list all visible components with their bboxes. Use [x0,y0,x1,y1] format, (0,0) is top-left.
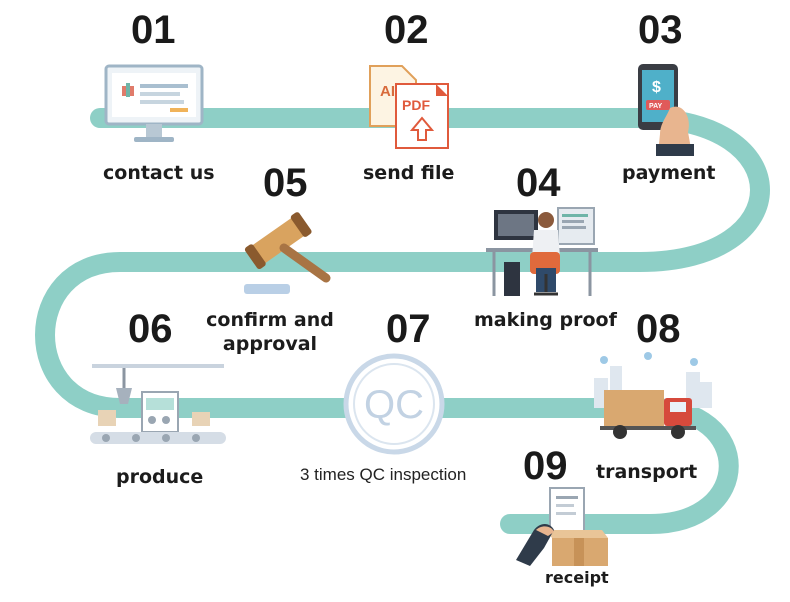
step-02-label: send file [363,162,455,184]
qc-stamp-icon: QC [343,353,445,455]
dollar-badge: $ [652,79,661,96]
qc-badge: QC [364,383,424,427]
ai-pdf-file-icon: AI PDF [369,65,449,149]
pay-badge: PAY [649,103,663,110]
designer-at-desk-icon [486,207,598,296]
step-04-label: making proof [474,309,617,331]
step-09-label: receipt [545,568,609,587]
step-01-number: 01 [131,8,176,52]
step-07-number: 07 [386,307,431,351]
step-04-number: 04 [516,161,561,205]
step-02-number: 02 [384,8,429,52]
step-05-number: 05 [263,161,308,205]
phone-payment-icon: $ PAY [638,64,694,156]
step-05-label: confirm and approval [200,309,340,357]
step-06-number: 06 [128,307,173,351]
step-01-label: contact us [103,162,215,184]
step-07-label: 3 times QC inspection [300,465,467,484]
production-line-icon [90,364,226,444]
step-03-label: payment [622,162,716,184]
step-08-label: transport [596,461,698,483]
computer-monitor-icon [104,64,204,142]
package-receipt-icon [516,487,608,566]
step-05-label-line2: approval [222,332,318,355]
step-06-label: produce [116,466,204,488]
delivery-truck-icon [594,352,712,439]
step-08-number: 08 [636,307,681,351]
pdf-badge: PDF [402,97,430,113]
gavel-icon [244,212,331,294]
step-05-label-line1: confirm and [206,309,334,331]
ai-badge: AI [380,83,395,100]
step-09-number: 09 [523,444,568,488]
step-03-number: 03 [638,8,683,52]
